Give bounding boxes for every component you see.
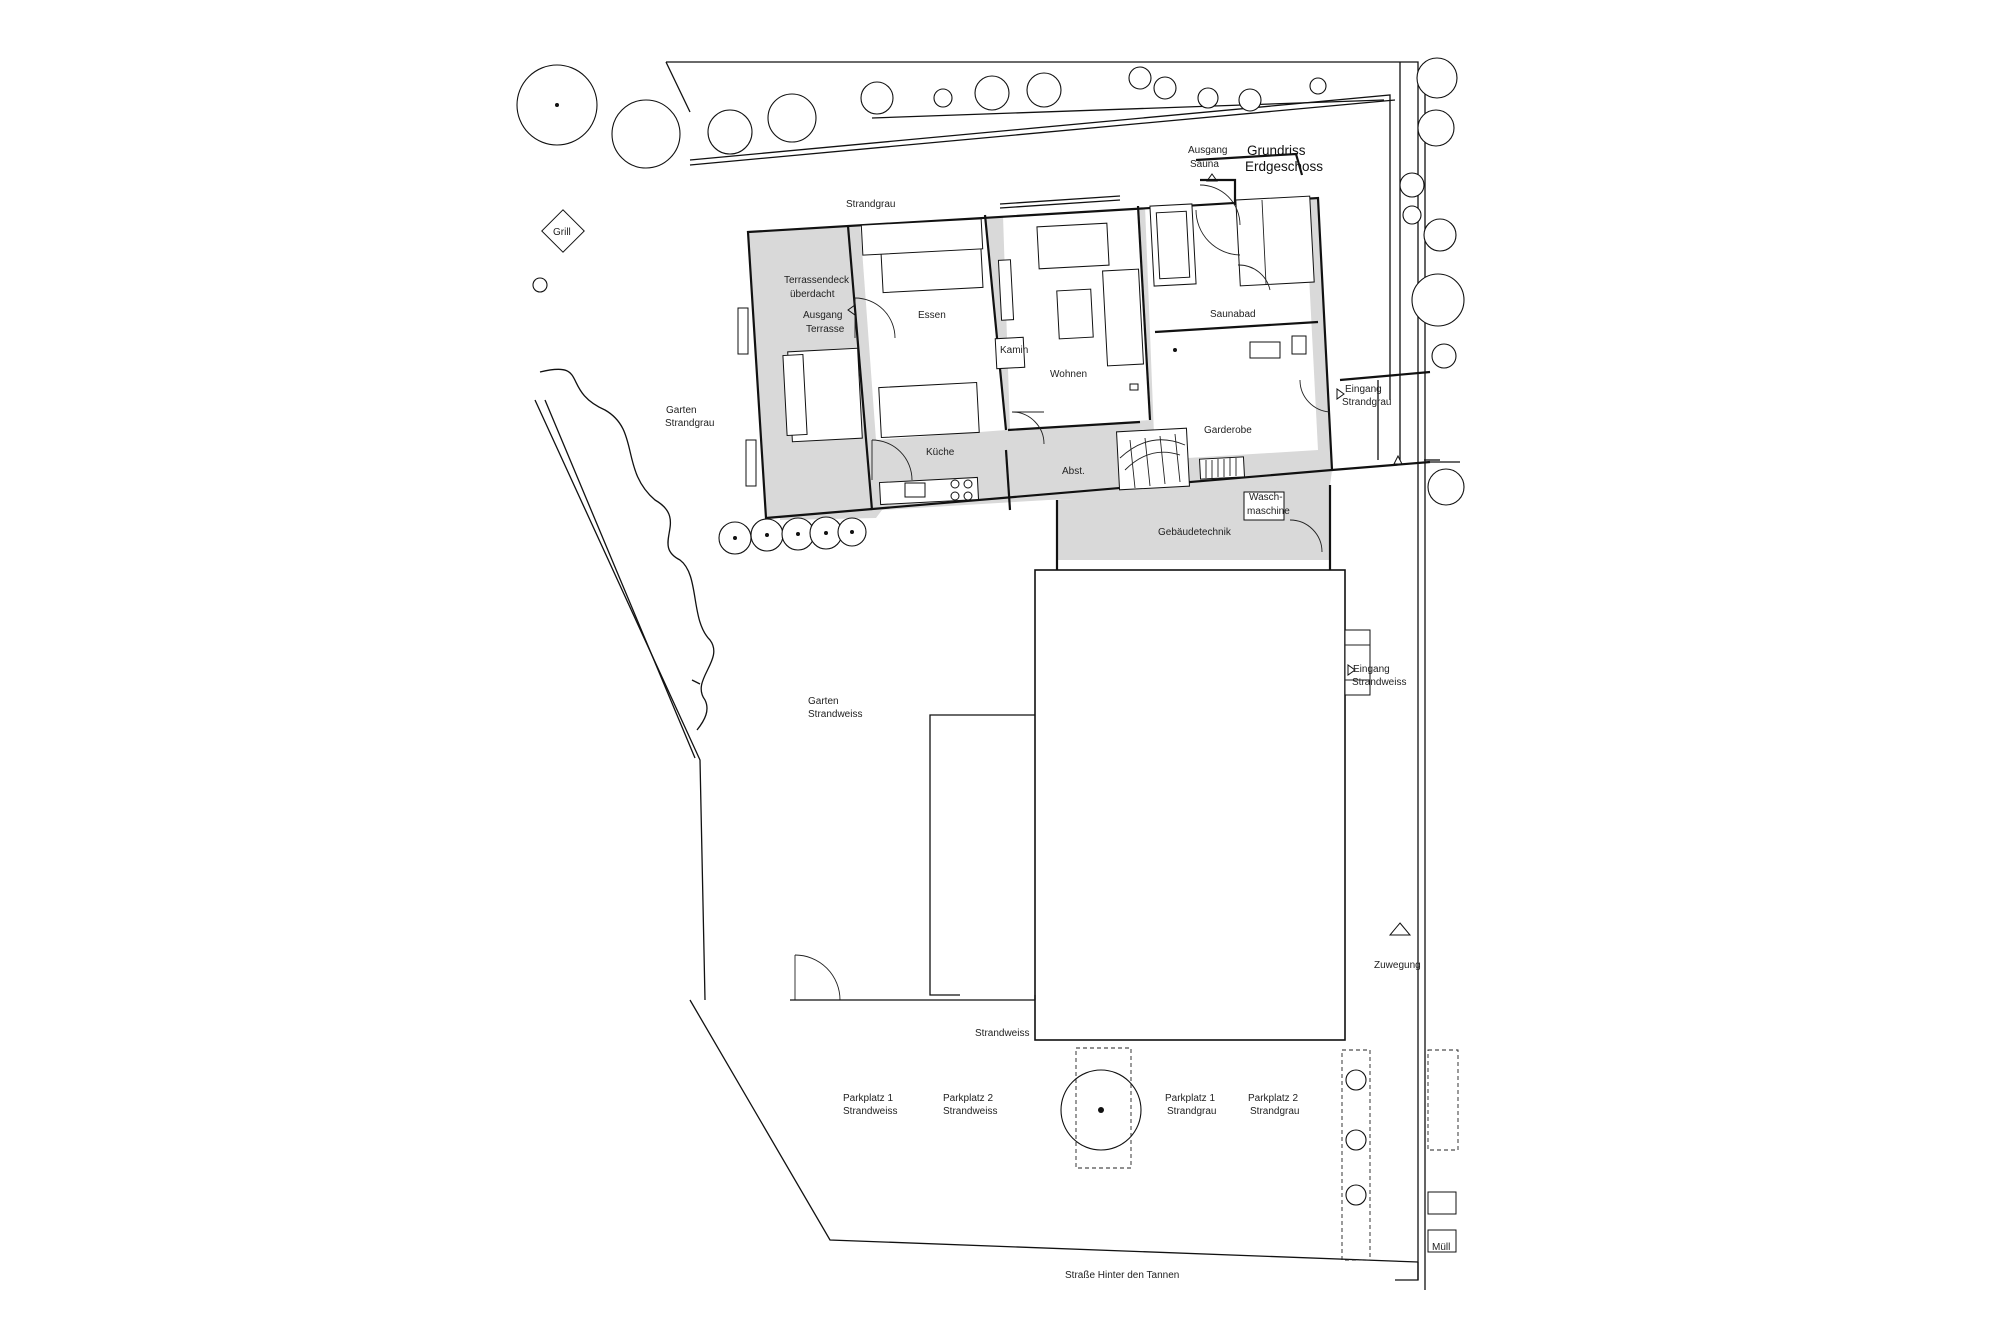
label-waschmaschine-1: Wasch- [1249,492,1283,503]
label-garten-strandgrau-2: Strandgrau [665,418,714,429]
label-strandgrau-top: Strandgrau [846,199,895,210]
label-ueberdacht: überdacht [790,289,835,300]
room-labels: Strandgrau Terrassendeck überdacht Ausga… [553,145,1391,538]
north-fence [689,94,1396,400]
label-parkplatz2-grau-2: Strandgrau [1250,1106,1299,1117]
label-eingang-strandgrau-1: Eingang [1345,384,1382,395]
label-garten-strandgrau-1: Garten [666,405,697,416]
gebaeudetechnik-room [1055,485,1332,570]
label-eingang-strandweiss-1: Eingang [1353,664,1390,675]
label-parkplatz1-grau-2: Strandgrau [1167,1106,1216,1117]
label-parkplatz1-weiss-1: Parkplatz 1 [843,1093,893,1104]
label-strasse: Straße Hinter den Tannen [1065,1270,1179,1281]
label-ausgang-sauna-2: Sauna [1190,159,1219,170]
label-strandweiss-bottom: Strandweiss [975,1028,1029,1039]
label-parkplatz1-weiss-2: Strandweiss [843,1106,897,1117]
label-eingang-strandgrau-2: Strandgrau [1342,397,1391,408]
label-terrassendeck: Terrassendeck [784,275,850,286]
label-kamin: Kamin [1000,345,1028,356]
label-parkplatz2-weiss-2: Strandweiss [943,1106,997,1117]
garderobe-rail [1198,456,1246,480]
entrance-arrow-strandweiss [1347,664,1356,676]
label-wohnen: Wohnen [1050,369,1087,380]
plan-title: Grundriss Erdgeschoss [1245,143,1323,174]
label-parkplatz1-grau-1: Parkplatz 1 [1165,1093,1215,1104]
garden-gate [790,954,1035,1001]
plot-boundary [534,61,1440,1290]
label-garderobe: Garderobe [1204,425,1252,436]
label-muell: Müll [1432,1242,1450,1253]
label-essen: Essen [918,310,946,321]
muell-bins [1427,1049,1459,1253]
grill [541,209,585,253]
label-waschmaschine-2: maschine [1247,506,1290,517]
label-kueche: Küche [926,447,955,458]
label-ausgang-sauna-1: Ausgang [1188,145,1227,156]
site-labels: Garten Strandgrau Garten Strandweiss Ein… [665,405,1450,1281]
label-ausgang-terrasse-1: Ausgang [803,310,842,321]
garden-bed-edge [539,368,715,731]
label-ausgang-terrasse-2: Terrasse [806,324,845,335]
label-parkplatz2-grau-1: Parkplatz 2 [1248,1093,1298,1104]
entrance-arrow-strandgrau [1336,388,1345,400]
label-garten-strandweiss-1: Garten [808,696,839,707]
label-saunabad: Saunabad [1210,309,1256,320]
staircase [1116,427,1190,491]
label-garten-strandweiss-2: Strandweiss [808,709,862,720]
trees [516,57,1465,1261]
label-abst: Abst. [1062,466,1085,477]
label-gebaeudetechnik: Gebäudetechnik [1158,527,1232,538]
label-eingang-strandweiss-2: Strandweiss [1352,677,1406,688]
title-line-2: Erdgeschoss [1245,159,1323,174]
title-line-1: Grundriss [1247,143,1306,158]
entrance-arrow-terrace [847,304,856,316]
entrance-arrow-sauna [1206,173,1218,182]
label-grill: Grill [553,227,571,238]
label-parkplatz2-weiss-1: Parkplatz 2 [943,1093,993,1104]
zuwegung-triangle [1388,922,1412,936]
neighbour-building [929,569,1371,1041]
entrance-arrow-north [1393,454,1403,465]
label-zuwegung: Zuwegung [1374,960,1421,971]
